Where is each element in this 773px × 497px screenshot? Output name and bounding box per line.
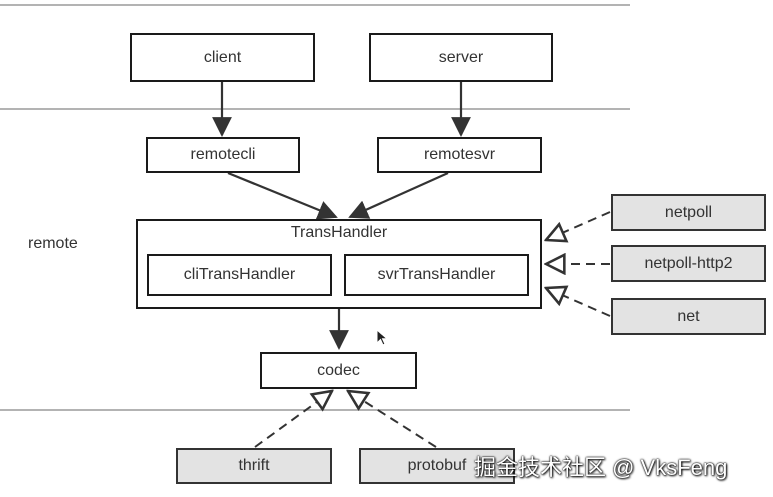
transhandler-title: TransHandler [290,224,388,241]
edge-protobuf-codec [348,391,437,448]
node-clitranshandler: cliTransHandler [147,254,332,296]
edge-net-transhandler [546,288,611,317]
layer-label-remote: remote [28,235,78,252]
watermark: 掘金技术社区 @ VksFeng [474,455,728,480]
edge-remotesvr-transhandler [348,171,449,219]
node-netpoll: netpoll [611,194,766,231]
node-codec: codec [260,352,417,389]
edge-thrift-codec [254,391,332,448]
node-svrtranshandler: svrTransHandler [344,254,529,296]
edge-remotecli-transhandler [227,171,338,220]
edge-netpoll-transhandler [546,211,611,240]
node-protobuf: protobuf [359,448,515,484]
mouse-pointer-icon [376,329,389,346]
node-remotecli: remotecli [146,137,300,173]
node-server: server [369,33,553,82]
node-netpoll-http2: netpoll-http2 [611,245,766,282]
node-net: net [611,298,766,335]
node-client: client [130,33,315,82]
node-thrift: thrift [176,448,332,484]
node-remotesvr: remotesvr [377,137,542,173]
